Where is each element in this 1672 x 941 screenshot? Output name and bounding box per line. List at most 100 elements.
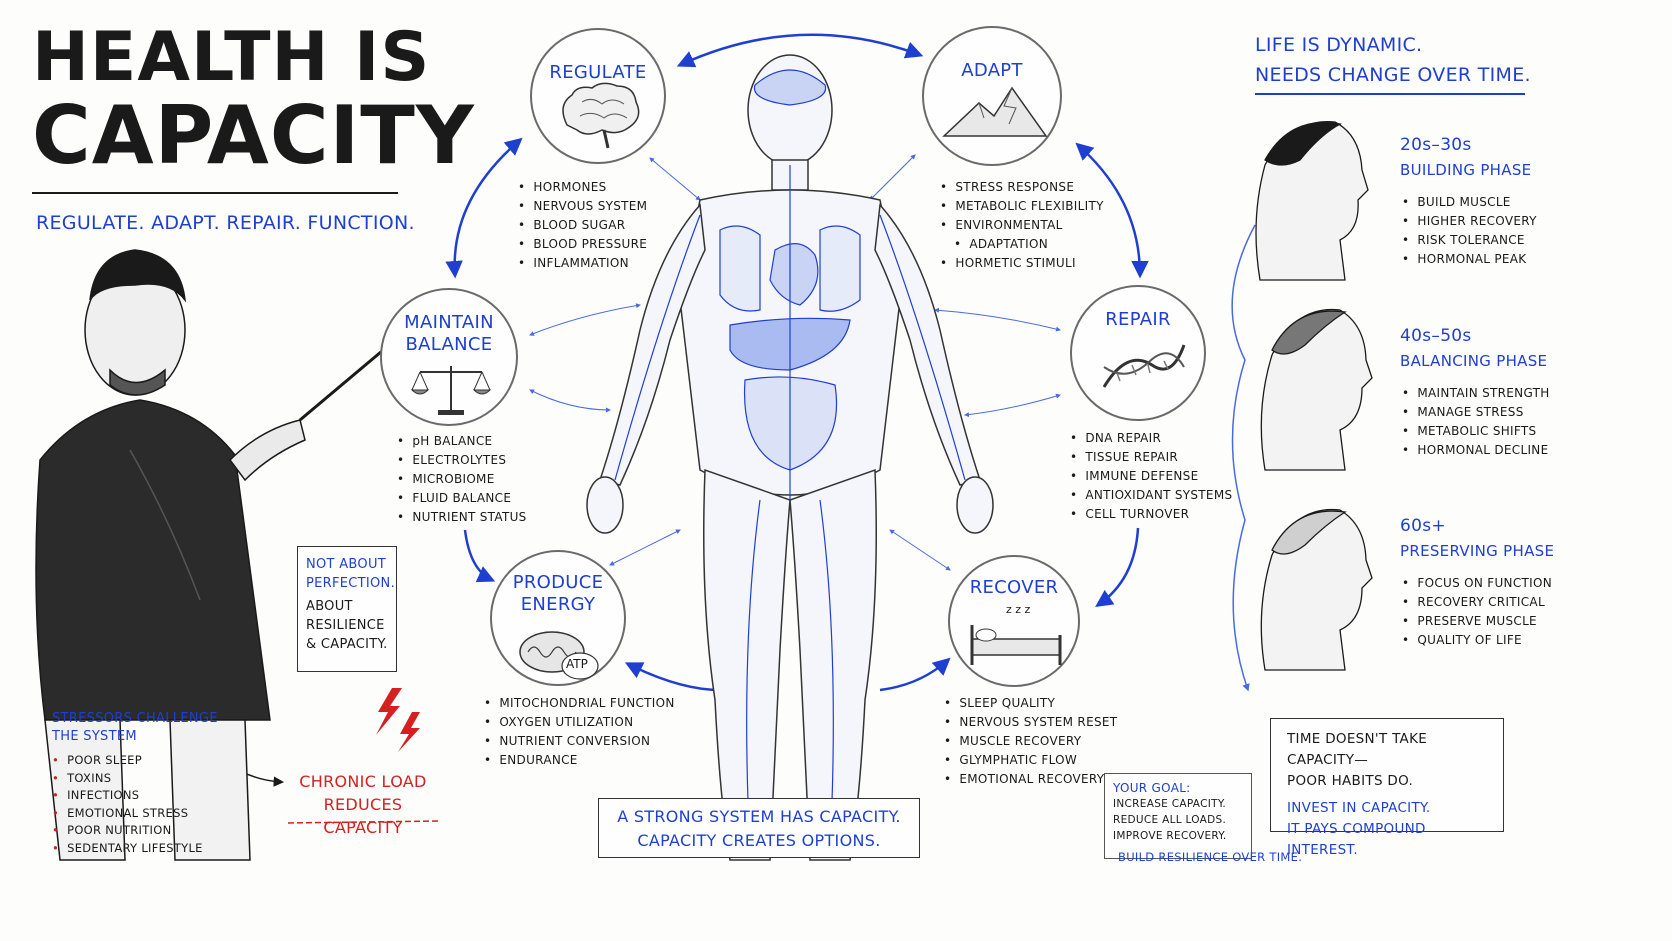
node-produce-energy: PRODUCE ENERGY ATP xyxy=(490,550,626,686)
list-item: PRESERVE MUSCLE xyxy=(1402,612,1554,631)
lightning-icon xyxy=(376,688,420,752)
face-young xyxy=(1255,121,1369,281)
phase-name: PRESERVING PHASE xyxy=(1400,542,1555,560)
list-item: NUTRIENT STATUS xyxy=(397,508,527,527)
list-item: SLEEP QUALITY xyxy=(944,694,1117,713)
list-item: METABOLIC SHIFTS xyxy=(1402,422,1550,441)
list-item: MUSCLE RECOVERY xyxy=(944,732,1117,751)
list-item: ELECTROLYTES xyxy=(397,451,527,470)
maintain-list: pH BALANCE ELECTROLYTES MICROBIOME FLUID… xyxy=(397,432,527,527)
age-timeline-arrow xyxy=(1231,224,1256,692)
node-regulate-label: REGULATE xyxy=(549,62,647,83)
time-capacity-box: TIME DOESN'T TAKE CAPACITY— POOR HABITS … xyxy=(1270,718,1504,858)
list-item: STRESS RESPONSE xyxy=(940,178,1104,197)
stressors-title: STRESSORS CHALLENGE THE SYSTEM xyxy=(52,711,218,744)
list-item: ENVIRONMENTAL xyxy=(940,216,1104,235)
list-item: BUILD MUSCLE xyxy=(1402,193,1537,212)
phase-age: 60s+ xyxy=(1400,516,1446,536)
list-item: TISSUE REPAIR xyxy=(1070,448,1232,467)
arrow-regulate-maintain xyxy=(445,137,523,279)
scales-icon xyxy=(410,366,492,415)
list-item: GLYMPHATIC FLOW xyxy=(944,751,1117,770)
list-item: POOR NUTRITION xyxy=(52,822,203,840)
list-item: FLUID BALANCE xyxy=(397,489,527,508)
atp-label: ATP xyxy=(566,657,588,671)
phase-age: 20s–30s xyxy=(1400,135,1472,155)
capacity-message-box: A STRONG SYSTEM HAS CAPACITY. CAPACITY C… xyxy=(598,798,920,858)
top-right-line-2: NEEDS CHANGE OVER TIME. xyxy=(1255,64,1531,86)
list-item: EMOTIONAL STRESS xyxy=(52,805,203,823)
brain-icon xyxy=(562,82,640,149)
list-item: CELL TURNOVER xyxy=(1070,505,1232,524)
mountain-icon xyxy=(942,86,1048,137)
list-item: DNA REPAIR xyxy=(1070,429,1232,448)
list-item: RECOVERY CRITICAL xyxy=(1402,593,1554,612)
list-item: EMOTIONAL RECOVERY xyxy=(944,770,1117,789)
arrow-body-energy xyxy=(624,662,721,692)
list-item: SEDENTARY LIFESTYLE xyxy=(52,840,203,858)
page-title: HEALTH IS CAPACITY xyxy=(32,22,475,178)
arrow-repair-recover xyxy=(1095,527,1140,607)
list-item: ENDURANCE xyxy=(484,751,675,770)
title-underline xyxy=(32,192,398,194)
list-item: MAINTAIN STRENGTH xyxy=(1402,384,1550,403)
list-item: HORMONAL DECLINE xyxy=(1402,441,1550,460)
repair-list: DNA REPAIR TISSUE REPAIR IMMUNE DEFENSE … xyxy=(1070,429,1232,524)
node-recover-label: RECOVER xyxy=(969,577,1059,598)
list-item: MITOCHONDRIAL FUNCTION xyxy=(484,694,675,713)
mitochondria-icon xyxy=(519,631,599,680)
goal-last-line: BUILD RESILIENCE OVER TIME. xyxy=(1118,850,1303,864)
chronic-load-note: CHRONIC LOAD REDUCES CAPACITY xyxy=(299,772,427,837)
list-item: QUALITY OF LIFE xyxy=(1402,631,1554,650)
phase-age: 40s–50s xyxy=(1400,326,1472,346)
arrow-regulate-adapt xyxy=(676,33,924,68)
list-item: NERVOUS SYSTEM RESET xyxy=(944,713,1117,732)
regulate-list: HORMONES NERVOUS SYSTEM BLOOD SUGAR BLOO… xyxy=(518,178,647,273)
node-adapt-label: ADAPT xyxy=(961,60,1023,81)
list-item: pH BALANCE xyxy=(397,432,527,451)
list-item: FOCUS ON FUNCTION xyxy=(1402,574,1554,593)
list-item: HORMONES xyxy=(518,178,647,197)
node-energy-label: PRODUCE ENERGY xyxy=(512,572,604,615)
list-item: IMMUNE DEFENSE xyxy=(1070,467,1232,486)
sleep-zzz-icon: z z z xyxy=(1006,603,1031,616)
list-item: OXYGEN UTILIZATION xyxy=(484,713,675,732)
node-repair-label: REPAIR xyxy=(1105,309,1171,330)
list-item: HIGHER RECOVERY xyxy=(1402,212,1537,231)
list-item: HORMETIC STIMULI xyxy=(940,254,1104,273)
phase-balancing: 40s–50s BALANCING PHASE MAINTAIN STRENGT… xyxy=(1400,326,1550,460)
top-right-underline xyxy=(1255,93,1525,95)
adapt-list: STRESS RESPONSE METABOLIC FLEXIBILITY EN… xyxy=(940,178,1104,273)
arrow-body-recover xyxy=(879,657,951,692)
page-subtitle: REGULATE. ADAPT. REPAIR. FUNCTION. xyxy=(36,212,415,234)
title-line-1: HEALTH IS xyxy=(32,18,431,97)
list-item: METABOLIC FLEXIBILITY xyxy=(940,197,1104,216)
top-right-line-1: LIFE IS DYNAMIC. xyxy=(1255,34,1423,56)
arrow-maintain-energy xyxy=(463,529,496,583)
list-item: BLOOD PRESSURE xyxy=(518,235,647,254)
list-item: HORMONAL PEAK xyxy=(1402,250,1537,269)
list-item: MICROBIOME xyxy=(397,470,527,489)
face-middle xyxy=(1260,308,1373,471)
list-item: INFECTIONS xyxy=(52,787,203,805)
list-item: TOXINS xyxy=(52,770,203,788)
phase-building: 20s–30s BUILDING PHASE BUILD MUSCLE HIGH… xyxy=(1400,135,1537,269)
face-older xyxy=(1260,508,1373,671)
node-adapt: ADAPT xyxy=(922,26,1062,166)
list-item: POOR SLEEP xyxy=(52,752,203,770)
list-item: NERVOUS SYSTEM xyxy=(518,197,647,216)
list-item: ADAPTATION xyxy=(940,235,1104,254)
list-item: NUTRIENT CONVERSION xyxy=(484,732,675,751)
phase-preserving: 60s+ PRESERVING PHASE FOCUS ON FUNCTION … xyxy=(1400,516,1554,650)
phase-name: BUILDING PHASE xyxy=(1400,161,1532,179)
bed-icon xyxy=(970,625,1062,665)
node-maintain-label: MAINTAIN BALANCE xyxy=(404,312,494,355)
perfection-note-box: NOT ABOUT PERFECTION. ABOUT RESILIENCE &… xyxy=(297,546,397,672)
list-item: BLOOD SUGAR xyxy=(518,216,647,235)
phase-name: BALANCING PHASE xyxy=(1400,352,1548,370)
recover-list: SLEEP QUALITY NERVOUS SYSTEM RESET MUSCL… xyxy=(944,694,1117,789)
list-item: MANAGE STRESS xyxy=(1402,403,1550,422)
energy-list: MITOCHONDRIAL FUNCTION OXYGEN UTILIZATIO… xyxy=(484,694,675,770)
top-right-note: LIFE IS DYNAMIC. NEEDS CHANGE OVER TIME. xyxy=(1255,30,1531,90)
